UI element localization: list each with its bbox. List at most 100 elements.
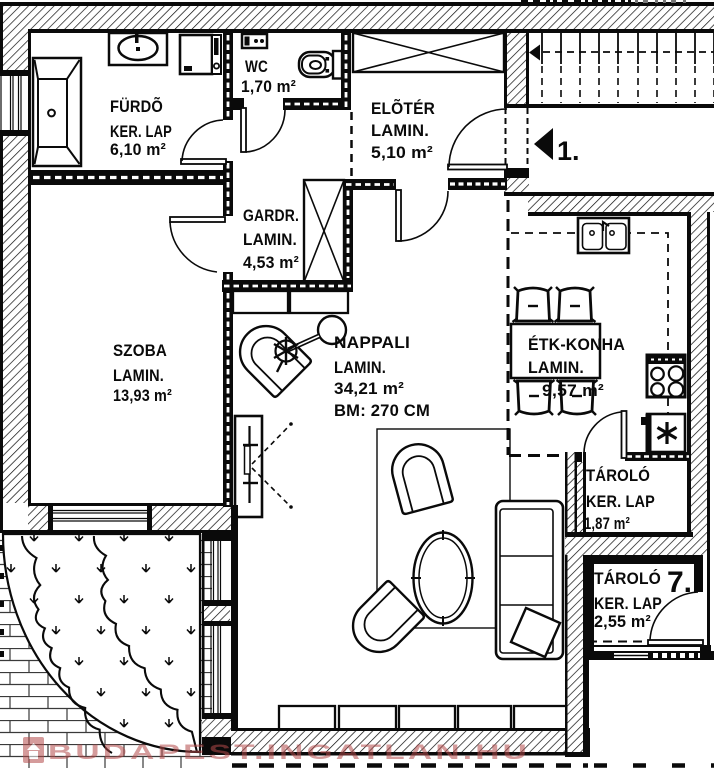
armchair-icon	[391, 443, 454, 516]
armchair-with-lamp	[238, 314, 348, 398]
dining-chair-icon-part-part	[547, 286, 553, 292]
dining-chair-icon-part	[515, 286, 551, 323]
walls-part	[504, 33, 507, 108]
dining-chair-icon-part-part	[511, 318, 518, 323]
door-part	[169, 216, 226, 223]
fridge-icon-part	[656, 422, 678, 444]
window	[204, 533, 231, 606]
room-label-gardrob: GARDR. LAMIN. 4,53 m²	[243, 206, 299, 272]
door-part	[395, 189, 402, 242]
wall-cabinets-part	[288, 289, 350, 315]
room-label-gardrob-part: LAMIN.	[243, 230, 297, 249]
partition-walls-part	[223, 33, 233, 120]
wardrobe-icon-part	[303, 179, 345, 283]
walls-part	[583, 452, 586, 537]
room-label-eloter-part: 5,10 m²	[371, 143, 433, 162]
lawn-grass-pattern	[1, 532, 202, 754]
sofa-icon	[494, 499, 565, 661]
entry-arrow-icon	[534, 128, 553, 160]
walls-part	[3, 2, 714, 6]
room-label-tarolo-7-part: 7.	[667, 566, 692, 599]
tv-unit-icon-part	[243, 445, 251, 475]
room-label-furdo-part: 6,10 m²	[110, 140, 166, 159]
dining-chair-icon	[512, 379, 556, 416]
dining-chair-icon-part	[553, 286, 597, 323]
kitchen-sink-icon-part	[609, 230, 615, 236]
walls-part	[28, 506, 48, 530]
cropped-text-marks-part	[635, 0, 638, 3]
watermark: BUDAPEST.INGATLAN.HU	[23, 737, 528, 764]
floor-lamp-icon-part-part	[273, 342, 299, 360]
walls-part	[202, 719, 231, 737]
door	[180, 119, 227, 165]
staircase-part	[541, 33, 714, 64]
washbasin-icon-part	[136, 47, 140, 51]
fridge-icon-part-part	[656, 426, 678, 440]
room-label-eloter-part: ELÕTÉR	[371, 98, 435, 118]
wc-handbasin-icon-part	[260, 39, 264, 43]
door	[240, 107, 286, 153]
bathtub-icon-part	[31, 56, 83, 168]
partition-walls-part	[565, 532, 693, 537]
door	[583, 410, 628, 459]
cropped-text-marks-part	[546, 0, 550, 5]
partition-walls-part	[223, 161, 233, 216]
dining-chair-icon-part	[512, 379, 556, 416]
cropped-text-marks-part	[574, 0, 581, 3]
floor-lamp-icon-part	[316, 314, 348, 346]
walls-part	[28, 503, 231, 506]
kitchen-sink-icon-part	[601, 219, 610, 231]
armchair-icon	[351, 580, 425, 654]
walls-part	[691, 196, 707, 555]
partition-walls-part	[694, 555, 703, 592]
window-part	[3, 70, 28, 76]
stove-icon	[645, 353, 687, 399]
room-label-szoba: SZOBA LAMIN. 13,93 m²	[113, 341, 172, 405]
dining-chair-icon-part-part	[590, 318, 597, 323]
partition-walls-part-part	[222, 280, 353, 292]
walls-part	[202, 533, 205, 748]
cropped-text-marks-part	[562, 0, 568, 3]
wall-cabinets-part	[231, 289, 290, 315]
cropped-text-marks-part	[683, 0, 686, 3]
door-part	[169, 221, 218, 273]
floor-lamp-icon-part	[273, 337, 299, 373]
dining-chair-icon-part	[555, 379, 599, 416]
dining-chair-icon	[553, 286, 597, 323]
window-part	[204, 600, 231, 606]
terrace-left-edge-ticks-part	[0, 629, 4, 635]
dining-chair-icon-part-part	[512, 379, 519, 384]
wc-handbasin-icon-part	[244, 36, 250, 46]
room-label-szoba-part: LAMIN.	[113, 366, 164, 385]
walls-part	[3, 136, 28, 503]
door-part	[447, 163, 508, 171]
partition-walls-part	[565, 537, 695, 555]
cropped-text-marks-part	[663, 0, 666, 3]
window-part	[0, 76, 28, 130]
walls-part	[202, 737, 238, 755]
dining-chair-icon-part	[511, 286, 555, 323]
wardrobe-icon	[351, 31, 506, 74]
kitchen-sink-icon	[576, 216, 631, 255]
walls-part	[504, 168, 529, 178]
dining-chair-icon-part-part	[555, 286, 561, 292]
stove-icon-part	[650, 366, 665, 382]
dining-chair-icon-part-part	[548, 410, 554, 416]
window	[0, 70, 28, 136]
walls-part	[204, 606, 230, 621]
living-room-furniture	[351, 428, 565, 661]
terrace-left-edge-ticks-part	[0, 573, 4, 579]
dining-chair-icon-part-part	[513, 286, 519, 292]
dining-chair-icon-part	[557, 286, 593, 323]
staircase-part	[529, 104, 714, 108]
open-boundary-dashes	[350, 112, 647, 643]
walls-part	[504, 192, 714, 196]
toilet-icon-part	[325, 69, 330, 73]
room-label-furdo-part: FÜRDÕ	[110, 96, 163, 116]
bathtub-icon-part	[33, 59, 39, 80]
door-part	[583, 411, 622, 454]
toilet-icon	[297, 49, 344, 80]
bathtub-icon-part	[66, 59, 81, 80]
room-label-gardrob-part: GARDR.	[243, 206, 299, 225]
partition-walls-part	[700, 645, 711, 656]
